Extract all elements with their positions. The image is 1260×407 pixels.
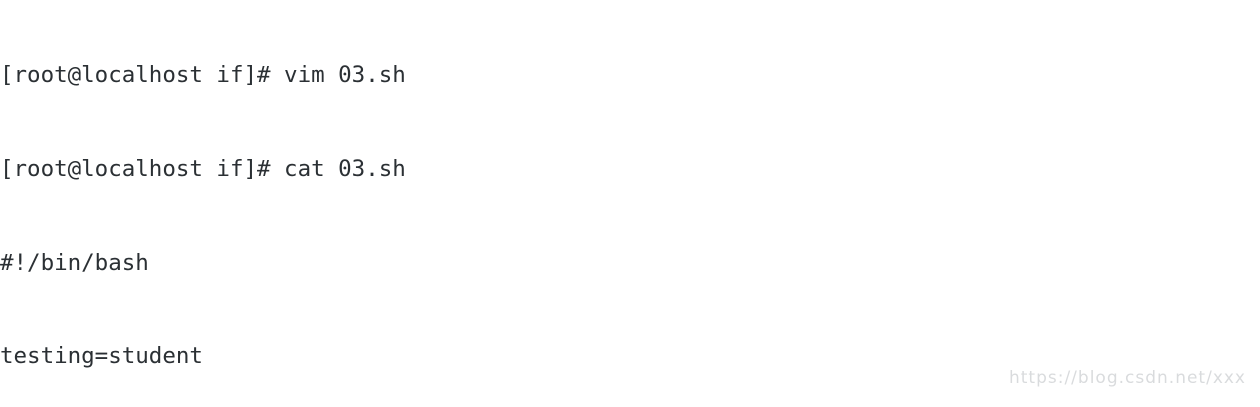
terminal-line: [root@localhost if]# vim 03.sh: [0, 62, 406, 89]
terminal-current-line[interactable]: [root@localhost if]#: [0, 397, 1260, 407]
terminal-line: testing=student: [0, 343, 203, 370]
terminal-line: #!/bin/bash: [0, 249, 149, 276]
terminal-line: [root@localhost if]# cat 03.sh: [0, 156, 406, 182]
